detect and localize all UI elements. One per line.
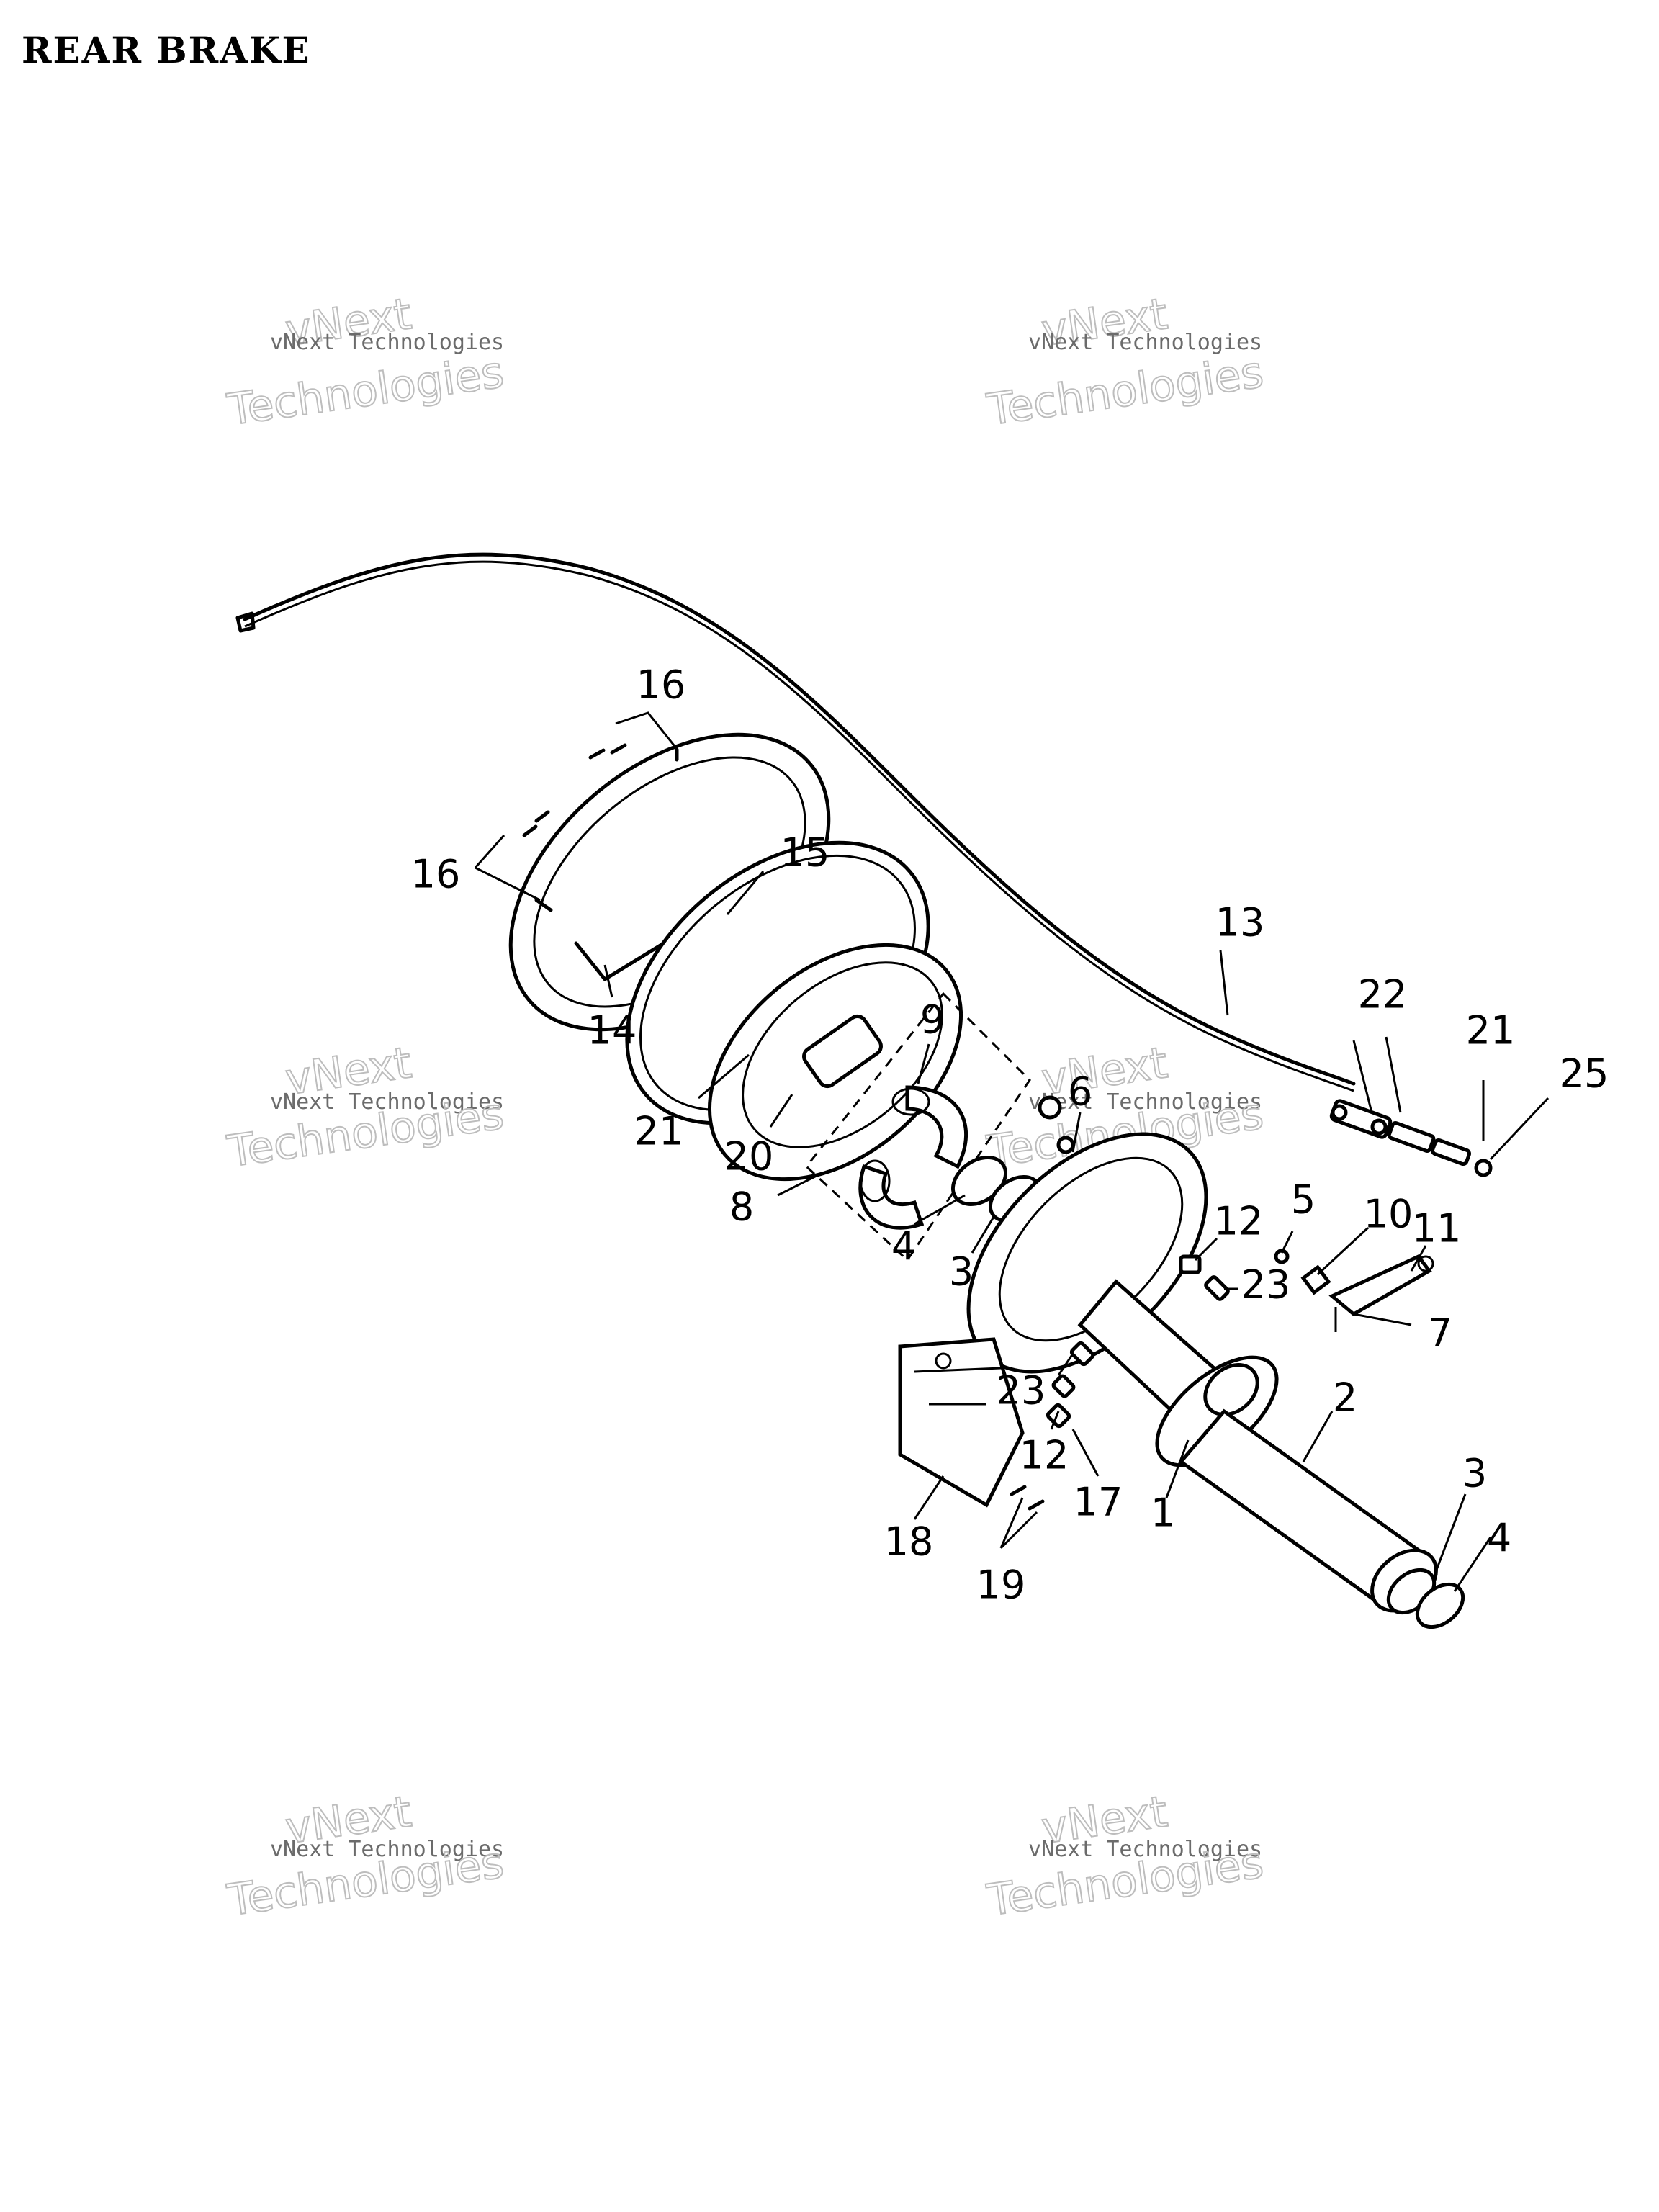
leader-lines [474,711,1550,1592]
callout-23: 23 [997,1368,1046,1413]
watermark-text: vNext Technologies [270,330,504,355]
callout-10: 10 [1364,1192,1413,1237]
callout-7: 7 [1428,1310,1452,1356]
callout-3: 3 [949,1249,974,1295]
callout-20: 20 [724,1134,774,1179]
bracket-screws [1010,1485,1045,1511]
watermark-bottom-right: vNext vNext Technologies Technologies [983,1786,1267,1927]
callout-16: 16 [637,662,686,708]
callout-22: 22 [1358,972,1408,1017]
callout-2: 2 [1333,1375,1357,1421]
watermark-text: vNext Technologies [270,1089,504,1115]
watermark-top-right: vNext vNext Technologies Technologies [983,288,1267,436]
callout-13: 13 [1215,900,1265,945]
page-title: REAR BRAKE [22,29,311,71]
callout-labels: 16 16 15 14 13 22 21 25 9 6 21 20 8 4 3 … [411,662,1609,1608]
callout-15: 15 [781,830,830,876]
callout-5: 5 [1291,1177,1316,1223]
callout-9: 9 [920,997,945,1043]
callout-1: 1 [1151,1491,1175,1536]
callout-25: 25 [1560,1051,1609,1097]
watermark-text: vNext Technologies [1028,1837,1262,1862]
washer [1038,1095,1062,1120]
watermark-text: vNext Technologies [270,1837,504,1862]
callout-8: 8 [729,1184,754,1230]
callout-14: 14 [588,1008,637,1053]
callout-19: 19 [976,1563,1026,1608]
brake-drum [707,943,963,1182]
watermark-text: vNext Technologies [1028,330,1262,355]
callout-21: 21 [1466,1008,1516,1053]
callout-3: 3 [1462,1451,1487,1496]
screw-set-lower [522,810,553,912]
watermark-text: Technologies [224,347,506,436]
watermark-top-left: vNext vNext Technologies Technologies [223,288,507,436]
callout-21: 21 [634,1109,684,1154]
brake-shoes [858,1085,968,1230]
watermark-mid-left: vNext vNext Technologies Technologies [223,1037,507,1178]
screw-set-upper [588,743,679,762]
callout-11: 11 [1412,1206,1462,1251]
backing-plate-housing [966,1132,1279,1467]
callout-17: 17 [1074,1480,1123,1525]
watermark-bottom-left: vNext vNext Technologies Technologies [223,1786,507,1927]
brake-cable [235,552,1493,1177]
washer [1056,1136,1075,1154]
callout-4: 4 [1487,1516,1511,1561]
brake-bracket [898,1337,1025,1508]
callout-18: 18 [884,1519,934,1565]
callout-12: 12 [1020,1433,1069,1478]
watermark-text: vNext Technologies [1028,1089,1262,1115]
callout-12: 12 [1214,1199,1264,1244]
brake-lever [1274,1249,1434,1332]
callout-23: 23 [1241,1262,1291,1308]
callout-16: 16 [411,852,461,897]
watermark-text: Technologies [984,347,1266,436]
bolts-nuts [1046,1254,1230,1429]
callout-6: 6 [1068,1069,1092,1115]
seal-lower [1415,1582,1465,1629]
callout-4: 4 [891,1224,916,1269]
